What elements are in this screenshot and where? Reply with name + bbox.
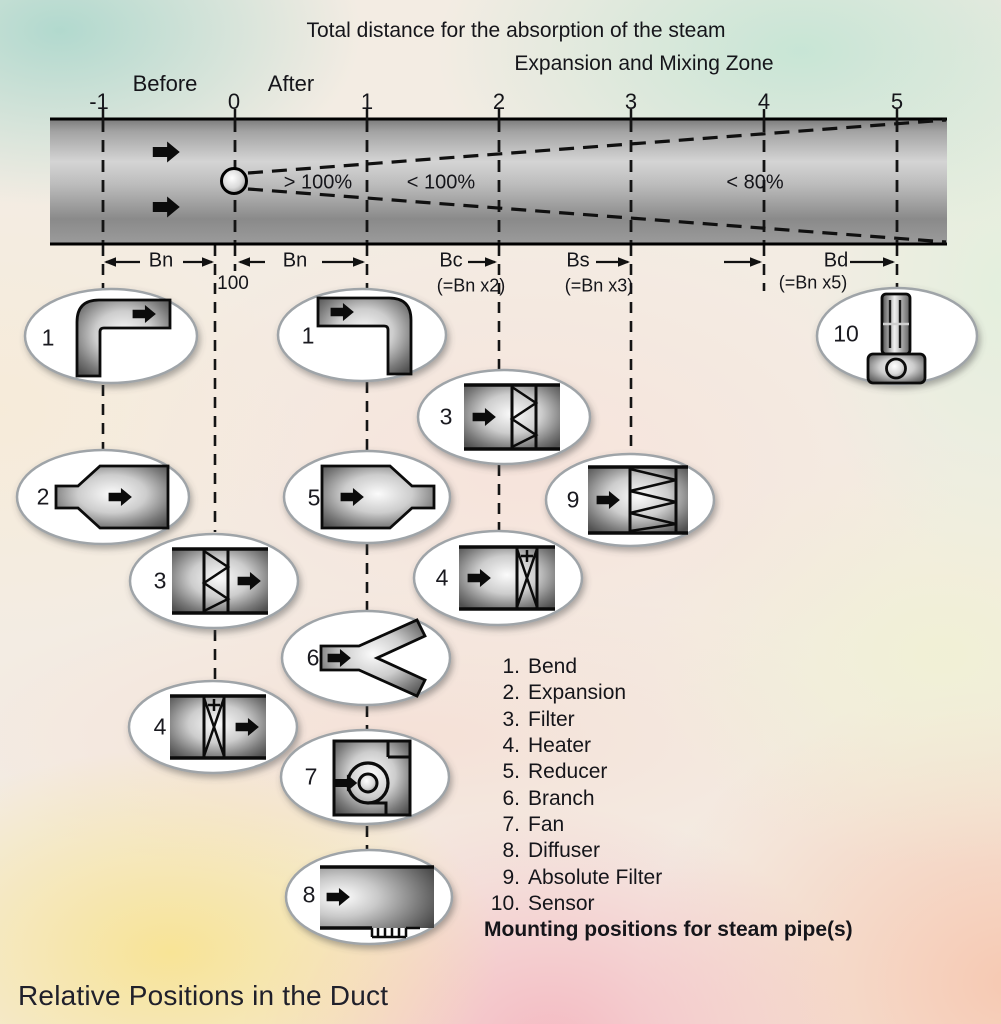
dim-bc-label: Bc: [439, 249, 463, 272]
scale-tick-label: 2: [492, 89, 506, 114]
dim-bs-label: Bs: [566, 249, 590, 272]
scale-ticks: [101, 109, 899, 120]
before-label: Before: [132, 71, 198, 96]
filter-icon: [464, 383, 560, 451]
scale-tick-label: 3: [624, 89, 638, 114]
legend-item: 9.Absolute Filter: [502, 865, 663, 889]
flow-percent-label: < 80%: [726, 171, 784, 194]
diagram-title: Total distance for the absorption of the…: [306, 19, 726, 42]
flow-percent-label: < 100%: [406, 171, 476, 194]
legend-item: 10.Sensor: [490, 891, 595, 915]
legend-item: 7.Fan: [502, 812, 565, 836]
heater-icon: [170, 694, 266, 760]
filter-icon: [172, 547, 268, 615]
position-number: 7: [304, 763, 318, 790]
legend-item: 4.Heater: [502, 734, 592, 758]
branch-icon: [319, 618, 427, 698]
dim-bs-sub-label: (=Bn x3): [564, 275, 634, 296]
legend-item: 2.Expansion: [502, 681, 627, 705]
position-number: 10: [833, 320, 859, 347]
flow-percent-label: > 100%: [283, 171, 353, 194]
position-number: 6: [306, 644, 320, 671]
position-number: 4: [435, 564, 449, 591]
position-number: 3: [153, 567, 167, 594]
dim-bc-sub-label: (=Bn x2): [436, 275, 506, 296]
dim-bn-before-label: Bn: [148, 249, 174, 272]
position-number: 1: [41, 324, 55, 351]
scale-tick-label: 1: [360, 89, 374, 114]
legend-item: 1.Bend: [502, 655, 578, 679]
legend-item: 5.Reducer: [502, 760, 608, 784]
dim-bn-after-label: Bn: [282, 249, 308, 272]
legend-item: 8.Diffuser: [502, 839, 600, 863]
diffuser-icon: [320, 865, 434, 939]
heater-icon: [459, 545, 555, 611]
legend-caption: Mounting positions for steam pipe(s): [484, 918, 853, 941]
page-title: Relative Positions in the Duct: [18, 980, 389, 1011]
bend-icon: [75, 298, 172, 378]
legend-item: 3.Filter: [502, 707, 575, 731]
scale-tick-label: 0: [227, 89, 241, 114]
sensor-icon: [866, 292, 927, 385]
scale-tick-label: 4: [757, 89, 771, 114]
dashed-guidelines: [101, 245, 899, 849]
position-number: 1: [301, 322, 315, 349]
position-number: 4: [153, 713, 167, 740]
position-number: 9: [566, 486, 580, 513]
dim-bd-label: Bd: [823, 249, 849, 272]
reducer-icon: [320, 464, 436, 530]
steam-injection-point: [220, 167, 248, 195]
fan-icon: [332, 739, 412, 817]
scale-tick-label: -1: [89, 89, 109, 114]
legend-list: 1.Bend 2.Expansion 3.Filter 4.Heater 5.R…: [478, 654, 662, 917]
position-number: 3: [439, 403, 453, 430]
scale-tick-label: 5: [890, 89, 904, 114]
dimension-arrowheads: [104, 257, 895, 267]
absolute-filter-icon: [588, 465, 688, 535]
legend-item: 6.Branch: [502, 786, 595, 810]
position-number: 2: [36, 483, 50, 510]
expansion-cone: [247, 118, 947, 244]
dim-offset-label: 100: [217, 273, 249, 294]
after-label: After: [267, 71, 315, 96]
bend-icon: [316, 296, 413, 376]
position-number: 8: [302, 881, 316, 908]
position-number: 5: [307, 484, 321, 511]
dim-bd-sub-label: (=Bn x5): [778, 272, 848, 293]
expansion-icon: [54, 464, 170, 530]
zone-label: Expansion and Mixing Zone: [514, 52, 774, 75]
